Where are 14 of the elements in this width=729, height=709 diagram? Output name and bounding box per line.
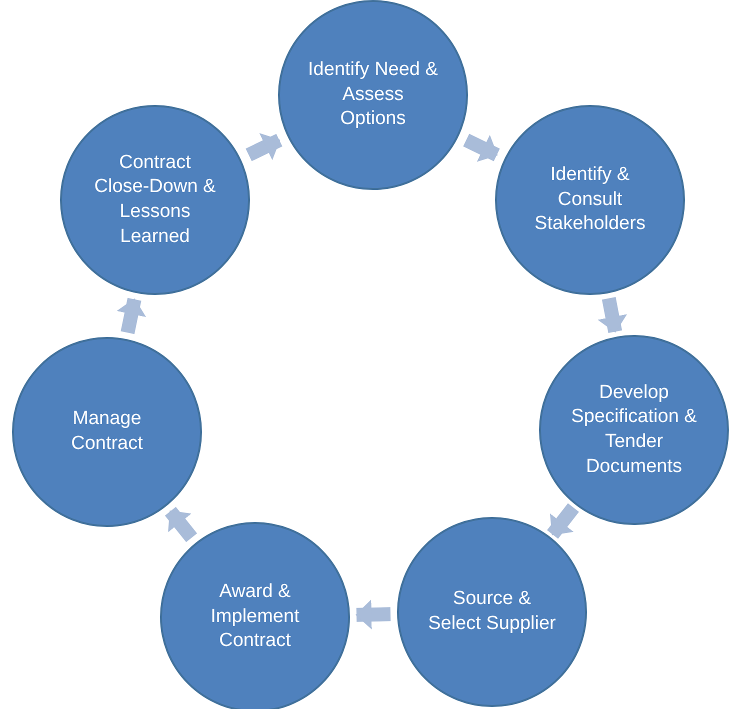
block-arrow — [547, 503, 579, 539]
block-arrow — [246, 133, 282, 162]
step-label: Identify Need & Assess Options — [308, 58, 438, 132]
block-arrow — [463, 134, 500, 162]
block-arrow — [356, 600, 391, 630]
step-label: Identify & Consult Stakeholders — [534, 162, 646, 236]
step-label: Contract Close-Down & Lessons Learned — [93, 150, 217, 249]
block-arrow — [164, 506, 198, 542]
block-arrow — [598, 296, 628, 334]
block-arrow — [116, 298, 146, 334]
step-label: Award & Implement Contract — [210, 580, 300, 654]
step-label: Develop Specification & Tender Documents — [570, 380, 698, 479]
step-label: Manage Contract — [70, 407, 144, 456]
step-label: Source & Select Supplier — [427, 587, 557, 636]
